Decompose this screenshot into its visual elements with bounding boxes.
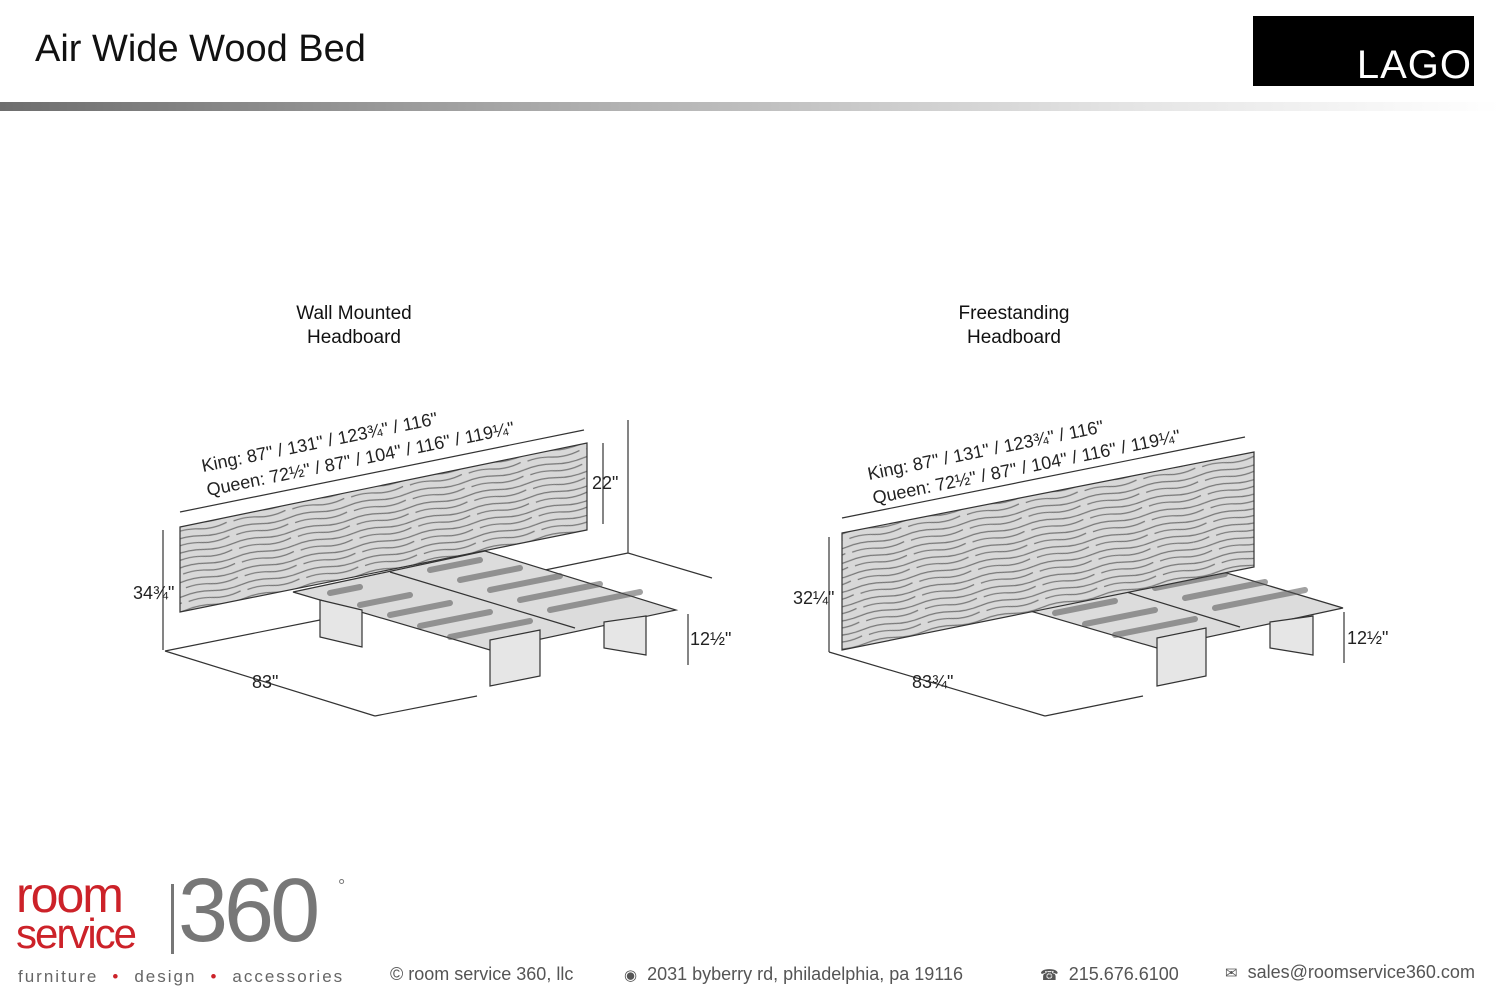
email[interactable]: ✉sales@roomservice360.com <box>1225 962 1475 982</box>
copyright: © room service 360, llc <box>390 964 574 984</box>
address: ◉2031 byberry rd, philadelphia, pa 19116 <box>624 964 963 984</box>
envelope-icon: ✉ <box>1225 965 1238 982</box>
free-depth: 83¾" <box>912 672 953 692</box>
phone: ☎215.676.6100 <box>1040 964 1179 984</box>
tagline: furniture•design•accessories <box>18 967 345 986</box>
lago-logo: LAGO <box>1253 16 1474 87</box>
free-frame-height: 12½" <box>1347 628 1388 648</box>
logo-text: LAGO <box>1356 43 1472 87</box>
phone-icon: ☎ <box>1040 967 1059 984</box>
wall-depth: 83" <box>252 672 278 692</box>
free-total-height: 32¼" <box>793 588 834 608</box>
page-title: Air Wide Wood Bed <box>35 28 366 70</box>
freestanding-bed-drawing <box>828 436 1345 717</box>
header-divider <box>0 102 1500 111</box>
wall-headboard-height: 22" <box>592 473 618 493</box>
map-pin-icon: ◉ <box>624 967 638 984</box>
wall-mounted-bed-drawing <box>162 420 713 717</box>
wall-total-height: 34¾" <box>133 583 174 603</box>
wall-frame-height: 12½" <box>690 629 731 649</box>
